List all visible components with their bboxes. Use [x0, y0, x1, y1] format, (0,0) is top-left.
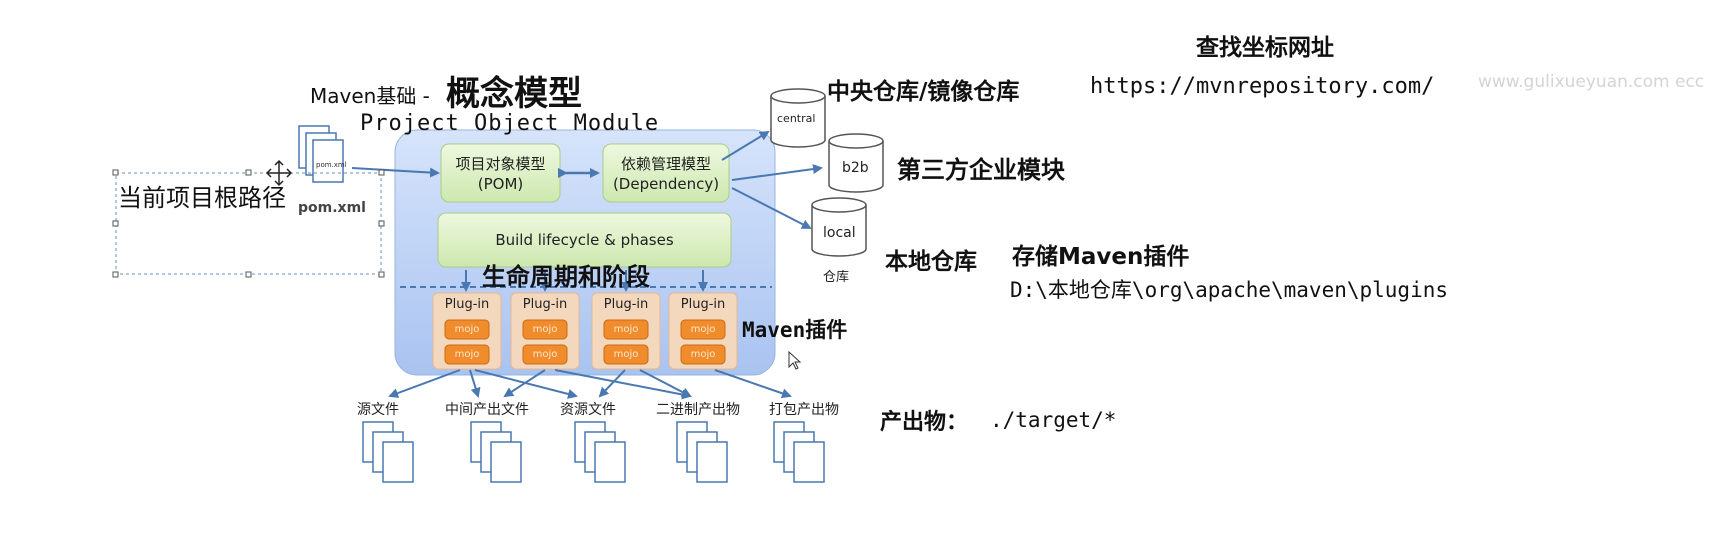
- db-central-label: central: [777, 112, 816, 125]
- plugin-output-arrows: [388, 369, 792, 400]
- plugin-label: Plug-in: [603, 297, 649, 312]
- search-coordinates-title: 查找坐标网址: [1196, 35, 1334, 61]
- output-intermediate-label: 中间产出文件: [445, 402, 529, 418]
- local-repo-label: 本地仓库: [885, 249, 977, 275]
- pom-box-line2: (POM): [477, 175, 524, 193]
- plugin-box: [432, 292, 502, 370]
- output-file-stack-icon: [773, 421, 825, 483]
- dependency-repo-arrows: [721, 130, 823, 229]
- title-prefix: Maven基础 -: [310, 84, 430, 108]
- output-file-stack-icon: [574, 421, 626, 483]
- plugin-box: [510, 292, 580, 370]
- dep-box-line1: 依赖管理模型: [620, 155, 711, 173]
- output-file-stack-icon: [362, 421, 414, 483]
- pom-subtitle: Project Object Module: [360, 111, 660, 136]
- lifecycle-box-label: Build lifecycle & phases: [495, 231, 674, 249]
- root-path-selection-box[interactable]: [112, 169, 385, 278]
- plugin-label: Plug-in: [444, 297, 490, 312]
- mojo-label: mojo: [532, 349, 558, 360]
- output-package-label: 打包产出物: [769, 402, 839, 418]
- pomxml-to-pom-arrow: [351, 167, 440, 178]
- local-database-icon: [811, 197, 867, 257]
- pom-box-line1: 项目对象模型: [455, 155, 546, 173]
- mojo-label: mojo: [532, 324, 558, 335]
- plugin-label: Plug-in: [522, 297, 568, 312]
- output-source-label: 源文件: [357, 402, 399, 418]
- pom-xml-label: pom.xml: [298, 200, 366, 216]
- output-resources-label: 资源文件: [560, 402, 616, 418]
- output-label: 产出物：: [880, 410, 969, 435]
- mojo-label: mojo: [454, 349, 480, 360]
- dependency-model-box: [602, 143, 730, 203]
- mojo-label: mojo: [454, 324, 480, 335]
- central-database-icon: [770, 88, 826, 148]
- db-local-caption: 仓库: [823, 270, 850, 285]
- output-file-stack-icon: [676, 421, 728, 483]
- output-binary-label: 二进制产出物: [656, 402, 740, 418]
- watermark: www.gulixueyuan.com ecc: [1478, 72, 1705, 92]
- mojo-label: mojo: [613, 324, 639, 335]
- output-path: ./target/*: [990, 408, 1117, 432]
- plugin-box: [591, 292, 661, 370]
- pointer-cursor-icon: [788, 350, 802, 370]
- third-party-label: 第三方企业模块: [897, 156, 1065, 184]
- project-root-label: 当前项目根路径: [118, 184, 286, 212]
- store-plugins-label: 存储Maven插件: [1012, 244, 1190, 270]
- b2b-database-icon: [828, 133, 884, 193]
- pom-box-label: 项目对象模型 (POM): [441, 154, 560, 194]
- mojo-label: mojo: [613, 349, 639, 360]
- pom-doc-small-label: pom.xml: [316, 161, 347, 169]
- lifecycle-box: [437, 212, 732, 268]
- plugin-label: Plug-in: [680, 297, 726, 312]
- page-title: 概念模型: [446, 74, 582, 114]
- db-local-label: local: [823, 225, 856, 241]
- db-b2b-label: b2b: [842, 160, 869, 176]
- mojo-label: mojo: [690, 324, 716, 335]
- dependency-box-label: 依赖管理模型 (Dependency): [603, 154, 729, 194]
- dep-box-line2: (Dependency): [612, 175, 720, 193]
- move-cursor-icon: [265, 159, 293, 187]
- central-repo-label: 中央仓库/镜像仓库: [827, 79, 1020, 105]
- plugin-box: [668, 292, 738, 370]
- lifecycle-cn-label: 生命周期和阶段: [482, 263, 650, 291]
- pom-xml-document-icon: [298, 125, 344, 183]
- mojo-label: mojo: [690, 349, 716, 360]
- repository-url-link[interactable]: https://mvnrepository.com/: [1090, 74, 1435, 99]
- lifecycle-plugin-arrows: [461, 270, 708, 292]
- output-file-stack-icon: [470, 421, 522, 483]
- maven-plugin-label: Maven插件: [742, 318, 848, 342]
- plugins-path: D:\本地仓库\org\apache\maven\plugins: [1010, 278, 1449, 302]
